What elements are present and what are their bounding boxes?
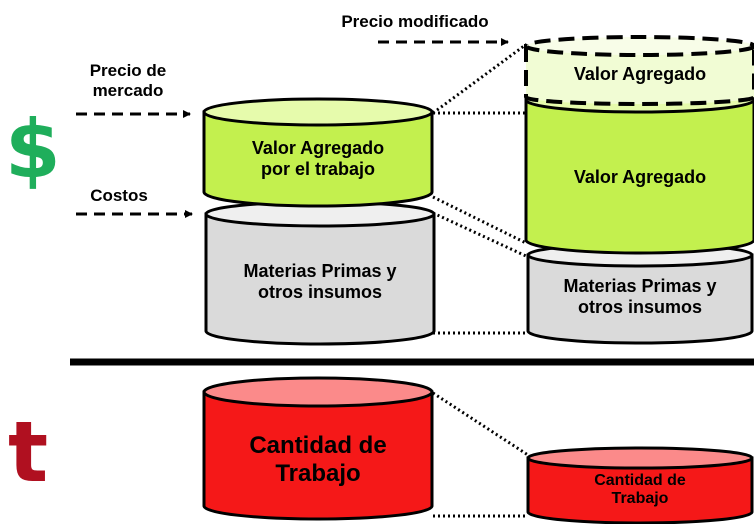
connector-mid-1 [432,195,527,245]
dollar-symbol: $ [5,103,61,196]
right-labor-cylinder [526,446,754,524]
dotted-connectors [432,44,529,518]
right-materias-label: Materias Primas y otros insumos [563,276,717,318]
left-materias-label: Materias Primas y otros insumos [243,261,397,303]
time-symbol: t [8,403,49,501]
left-valor-agregado-cylinder [202,97,434,208]
precio-mercado-label: Precio de mercado [89,61,167,101]
right-labor-label: Cantidad de Trabajo [594,472,686,508]
right-dashed-cylinder [524,35,754,106]
left-labor-label: Cantidad de Trabajo [249,432,387,488]
costos-label: Costos [90,186,148,205]
right-valor-agregado-label: Valor Agregado [573,167,707,187]
dashed-arrows [76,38,509,218]
left-materias-cylinder [204,200,436,346]
connector-top-to-price [432,44,525,115]
precio-modificado-label: Precio modificado [341,12,489,31]
connector-labor-top [432,391,529,457]
left-valor-agregado-label: Valor Agregado por el trabajo [251,138,385,180]
left-labor-cylinder [202,376,434,521]
connector-mid-2 [432,211,527,258]
right-valor-agregado-dashed-label: Valor Agregado [573,64,707,84]
